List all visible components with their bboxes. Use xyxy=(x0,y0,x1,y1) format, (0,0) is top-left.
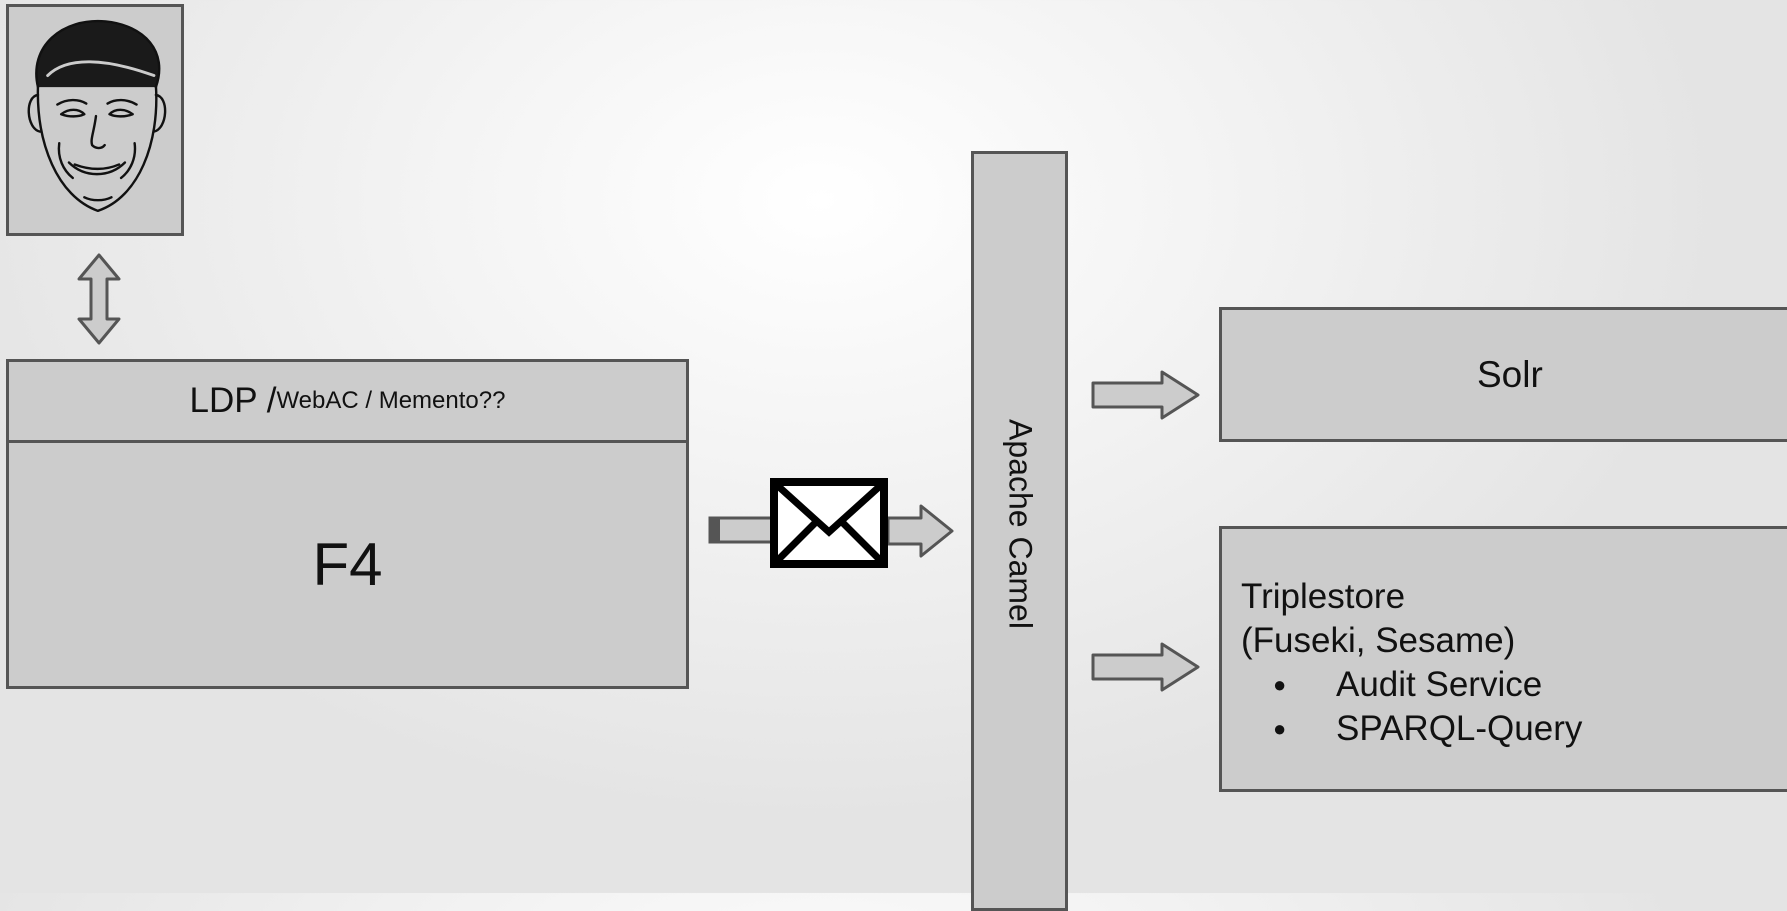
solr-label: Solr xyxy=(1477,353,1543,395)
list-item-label: Audit Service xyxy=(1336,665,1543,704)
envelope-icon xyxy=(770,478,888,568)
arrow-to-triplestore-icon xyxy=(1091,642,1200,692)
list-item: ● Audit Service xyxy=(1241,663,1582,707)
triplestore-title: Triplestore xyxy=(1241,577,1406,616)
f4-box: LDP / WebAC / Memento?? F4 xyxy=(6,359,689,689)
f4-title: F4 xyxy=(312,531,383,598)
man-face-portrait-icon xyxy=(27,19,167,213)
apache-camel-label: Apache Camel xyxy=(1002,419,1038,629)
triplestore-subtitle: (Fuseki, Sesame) xyxy=(1241,621,1516,660)
triplestore-text: Triplestore (Fuseki, Sesame) ● Audit Ser… xyxy=(1241,575,1582,751)
f4-header-sub: WebAC / Memento?? xyxy=(276,387,506,414)
message-arrow-icon xyxy=(708,504,954,558)
bullet-icon: ● xyxy=(1273,716,1287,741)
f4-header-main: LDP / xyxy=(189,381,277,420)
list-item-label: SPARQL-Query xyxy=(1336,709,1583,748)
triplestore-service-list: ● Audit Service ● SPARQL-Query xyxy=(1241,663,1582,751)
user-portrait xyxy=(6,4,184,236)
double-vertical-arrow-icon xyxy=(77,253,121,345)
triplestore-box: Triplestore (Fuseki, Sesame) ● Audit Ser… xyxy=(1219,526,1787,792)
list-item: ● SPARQL-Query xyxy=(1241,707,1582,751)
f4-header: LDP / WebAC / Memento?? xyxy=(9,362,686,443)
bullet-icon: ● xyxy=(1273,672,1287,697)
solr-box: Solr xyxy=(1219,307,1787,442)
apache-camel-bus: Apache Camel xyxy=(971,151,1068,911)
arrow-to-solr-icon xyxy=(1091,370,1200,420)
